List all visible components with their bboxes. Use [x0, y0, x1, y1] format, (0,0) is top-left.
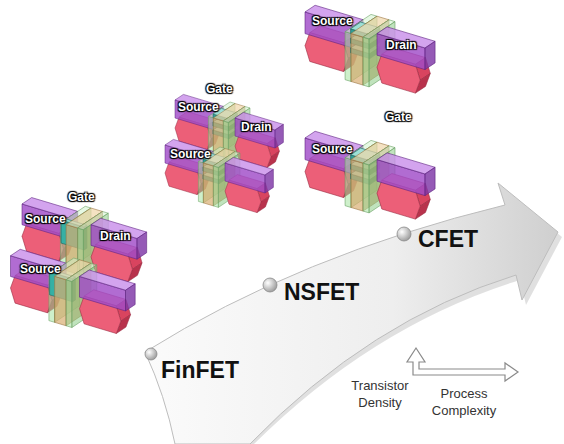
part-label: Source — [312, 14, 353, 28]
stage-marker — [263, 278, 277, 292]
stage-label: FinFET — [161, 357, 239, 384]
part-label: Source — [20, 262, 61, 276]
part-label: Source — [25, 212, 66, 226]
nsfet-illustration — [165, 94, 283, 212]
part-label: Source — [170, 147, 211, 161]
part-label: Gate — [206, 82, 233, 96]
part-label: Source — [178, 100, 219, 114]
progress-arrow — [145, 183, 558, 444]
stage-label: NSFET — [284, 279, 359, 306]
cfet-illustration — [305, 5, 435, 219]
stage-marker — [397, 227, 411, 241]
finfet-illustration — [11, 198, 147, 334]
axis-arrows — [407, 348, 518, 381]
part-label: Drain — [100, 229, 131, 243]
part-label: Drain — [386, 38, 417, 52]
stage-label: CFET — [418, 226, 478, 253]
part-label: Gate — [68, 190, 95, 204]
stage-marker — [145, 348, 157, 360]
part-label: Gate — [385, 110, 412, 124]
part-label: Drain — [241, 120, 272, 134]
part-label: Source — [312, 142, 353, 156]
axis-label: Transistor Density — [346, 378, 414, 412]
axis-label: Process Complexity — [420, 386, 508, 420]
